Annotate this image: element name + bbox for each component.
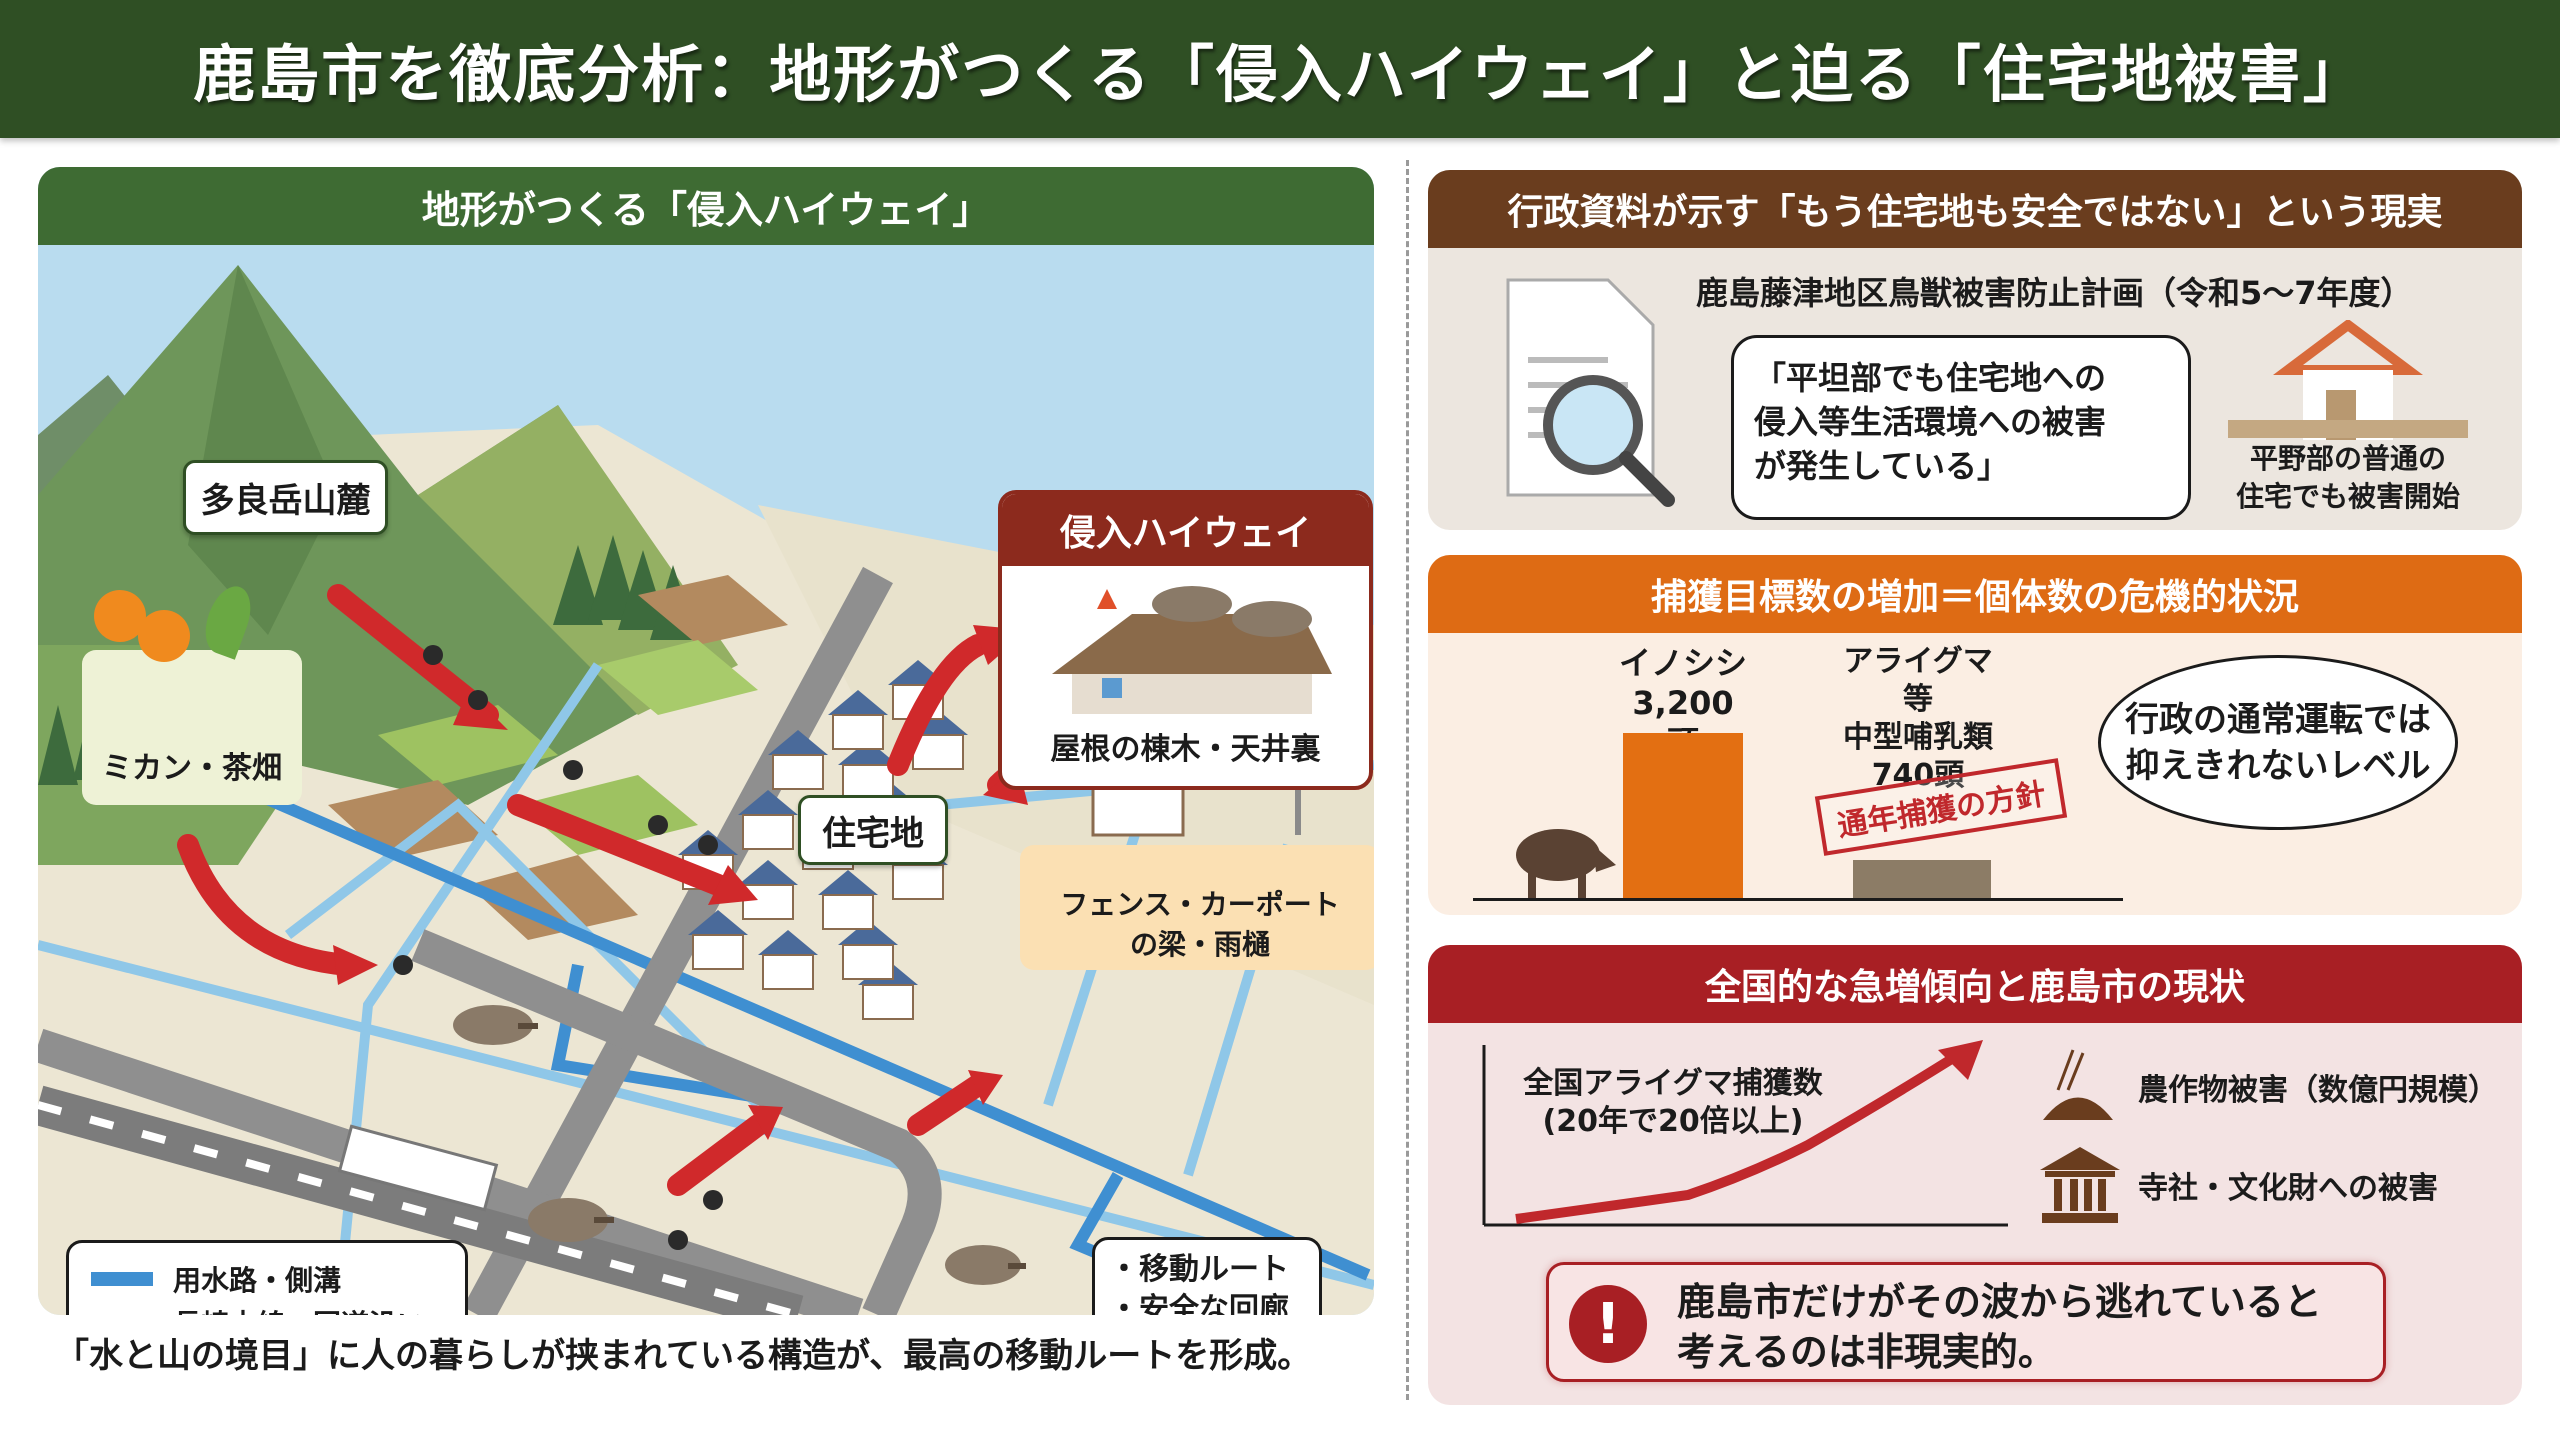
divider xyxy=(1406,160,1409,1400)
legend-label: 長崎本線・国道沿い xyxy=(173,1303,425,1315)
bar-label-line: 740頭 xyxy=(1871,758,1965,793)
admin-panel-title: 行政資料が示す「もう住宅地も安全ではない」という現実 xyxy=(1428,170,2522,248)
mandarin-icon xyxy=(94,590,146,642)
quote-line: が発生している」 xyxy=(1754,447,2010,485)
national-panel-title: 全国的な急増傾向と鹿島市の現状 xyxy=(1428,945,2522,1023)
terrain-map: 多良岳山麓 ミカン・茶畑 住宅地 侵入ハイウェイ 屋根の棟木・天井裏 フェンス・… xyxy=(38,245,1374,1315)
terrain-panel-title: 地形がつくる「侵入ハイウェイ」 xyxy=(421,187,991,232)
mountain-label: 多良岳山麓 xyxy=(183,460,388,535)
plan-name: 鹿島藤津地区鳥獣被害防止計画（令和5〜7年度） xyxy=(1696,274,2413,312)
bar-label-line: 中型哺乳類 xyxy=(1843,720,1993,755)
fence-carport-line2: の梁・雨樋 xyxy=(1129,927,1270,961)
page-title: 鹿島市を徹底分析：地形がつくる「侵入ハイウェイ」と迫る「住宅地被害」 xyxy=(193,38,2367,111)
intrusion-highway-caption: 屋根の棟木・天井裏 xyxy=(1050,732,1321,767)
fence-carport-box: フェンス・カーポート の梁・雨樋 xyxy=(1020,845,1374,970)
residential-label: 住宅地 xyxy=(798,795,948,865)
alert-text: 鹿島市だけがその波から逃れていると 考えるのは非現実的。 xyxy=(1677,1277,2322,1377)
capture-panel-title: 捕獲目標数の増加＝個体数の危機的状況 xyxy=(1428,555,2522,633)
route-bubble: ・移動ルート ・安全な回廊 まで夜間 xyxy=(1092,1237,1322,1315)
route-line: ・移動ルート xyxy=(1109,1252,1289,1287)
trend-chart xyxy=(1482,1040,2008,1227)
terrain-caption: 「水と山の境目」に人の暮らしが挟まれている構造が、最高の移動ルートを形成。 xyxy=(55,1336,1312,1376)
house-caption-line: 住宅でも被害開始 xyxy=(2235,480,2460,513)
quote-line: 侵入等生活環境への被害 xyxy=(1754,403,2107,441)
route-line: ・安全な回廊 xyxy=(1109,1292,1289,1315)
intrusion-highway-title: 侵入ハイウェイ xyxy=(1002,494,1369,566)
bar-label-line: イノシシ xyxy=(1618,644,1747,682)
trend-chart-label: 全国アライグマ捕獲数 (20年で20倍以上) xyxy=(1523,1065,1823,1141)
bar-label-line: アライグマ等 xyxy=(1843,644,1993,717)
capture-target-panel: 捕獲目標数の増加＝個体数の危機的状況 イノシシ 3,200頭 アライグマ等 中型… xyxy=(1428,555,2522,915)
alert-line: 考えるのは非現実的。 xyxy=(1677,1330,2056,1374)
temple-icon xyxy=(2040,1147,2120,1223)
quote-bubble: 「平坦部でも住宅地への 侵入等生活環境への被害 が発生している」 xyxy=(1731,335,2191,520)
impact-crop-damage: 農作物被害（数億円規模） xyxy=(2138,1073,2498,1108)
alert-line: 鹿島市だけがその波から逃れていると xyxy=(1677,1280,2322,1324)
chart-label-line: 全国アライグマ捕獲数 xyxy=(1523,1066,1823,1101)
admin-document-panel: 行政資料が示す「もう住宅地も安全ではない」という現実 鹿島藤津地区鳥獣被害防止計… xyxy=(1428,170,2522,530)
bubble-line: 行政の通常運転では xyxy=(2125,699,2431,740)
legend-item-canal: 用水路・側溝 xyxy=(91,1257,443,1301)
impact-temple-damage: 寺社・文化財への被害 xyxy=(2138,1171,2438,1206)
bar-boar xyxy=(1623,733,1743,898)
exclamation-icon: ! xyxy=(1569,1285,1647,1363)
legend-item-road: 長崎本線・国道沿い xyxy=(91,1301,443,1315)
document-search-icon xyxy=(1506,278,1675,507)
canal-swatch xyxy=(91,1272,153,1286)
house-caption-line: 平野部の普通の xyxy=(2249,442,2446,475)
alert-box: ! 鹿島市だけがその波から逃れていると 考えるのは非現実的。 xyxy=(1546,1262,2386,1382)
intrusion-highway-box: 侵入ハイウェイ 屋根の棟木・天井裏 xyxy=(998,490,1373,790)
roof-raccoon-icon xyxy=(1052,586,1332,714)
house-caption: 平野部の普通の 住宅でも被害開始 xyxy=(2218,440,2478,516)
house-icon xyxy=(2228,320,2468,440)
terrain-panel: 地形がつくる「侵入ハイウェイ」 xyxy=(38,167,1374,1315)
map-legend: 用水路・側溝 長崎本線・国道沿い xyxy=(66,1240,468,1315)
boar-icon xyxy=(1516,829,1616,898)
chart-baseline xyxy=(1473,898,2123,901)
bubble-line: 抑えきれないレベル xyxy=(2125,745,2431,786)
mandarin-icon xyxy=(138,610,190,662)
level-bubble: 行政の通常運転では 抑えきれないレベル xyxy=(2098,655,2458,830)
fence-carport-line1: フェンス・カーポート xyxy=(1060,887,1340,921)
bar-label-raccoon: アライグマ等 中型哺乳類 740頭 xyxy=(1838,643,1998,795)
legend-label: 用水路・側溝 xyxy=(173,1264,342,1297)
quote-line: 「平坦部でも住宅地への xyxy=(1754,359,2107,397)
chart-label-line: (20年で20倍以上) xyxy=(1542,1104,1804,1139)
national-trend-panel: 全国的な急増傾向と鹿島市の現状 全国アライグマ捕獲数 (20年で20倍以上) 農… xyxy=(1428,945,2522,1405)
terrain-panel-header: 地形がつくる「侵入ハイウェイ」 xyxy=(38,167,1374,245)
page-header: 鹿島市を徹底分析：地形がつくる「侵入ハイウェイ」と迫る「住宅地被害」 xyxy=(0,0,2560,138)
crops-label: ミカン・茶畑 xyxy=(82,650,302,805)
bar-raccoon xyxy=(1853,860,1991,898)
crop-damage-icon xyxy=(2043,1049,2113,1120)
